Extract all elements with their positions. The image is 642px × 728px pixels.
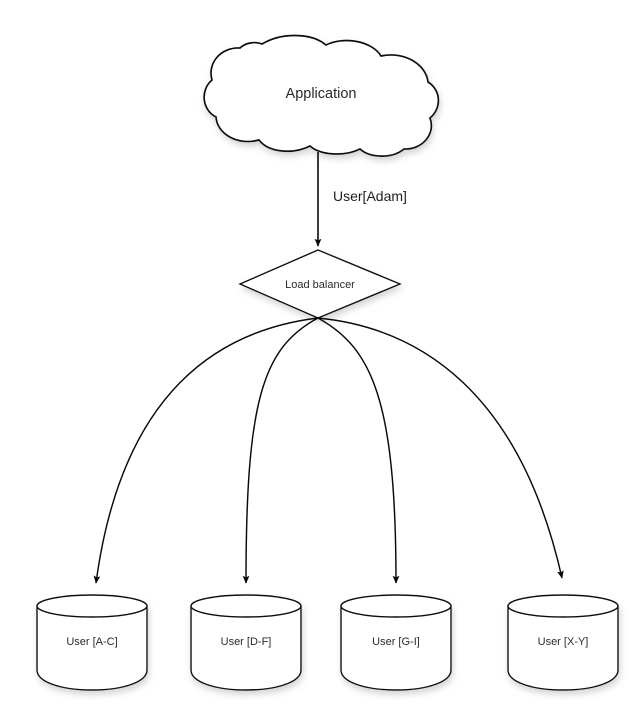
load-balancer-label: Load balancer xyxy=(285,279,355,291)
edge-balancer-to-db-2 xyxy=(242,317,319,584)
cylinder-body-2 xyxy=(190,605,302,691)
node-application[interactable] xyxy=(203,34,440,157)
cylinder-top-3 xyxy=(340,594,452,618)
node-database-3[interactable] xyxy=(340,594,452,691)
edge-balancer-to-db-3 xyxy=(317,317,400,584)
application-label: Application xyxy=(286,86,357,102)
cylinder-top-2 xyxy=(190,594,302,618)
edge-label-user-adam: User[Adam] xyxy=(333,188,407,204)
edge-balancer-to-db-1 xyxy=(93,317,319,584)
database-3-label: User [G-I] xyxy=(372,636,420,648)
node-database-1[interactable] xyxy=(36,594,148,691)
cylinder-body-1 xyxy=(36,605,148,691)
database-1-label: User [A-C] xyxy=(66,636,117,648)
database-4-label: User [X-Y] xyxy=(538,636,589,648)
cylinder-top-4 xyxy=(507,594,619,618)
node-database-4[interactable] xyxy=(507,594,619,691)
database-2-label: User [D-F] xyxy=(221,636,272,648)
node-database-2[interactable] xyxy=(190,594,302,691)
cylinder-body-4 xyxy=(507,605,619,691)
cloud-shape xyxy=(203,34,440,157)
cylinder-top-1 xyxy=(36,594,148,618)
cylinder-body-3 xyxy=(340,605,452,691)
edge-balancer-to-db-4 xyxy=(317,317,564,579)
